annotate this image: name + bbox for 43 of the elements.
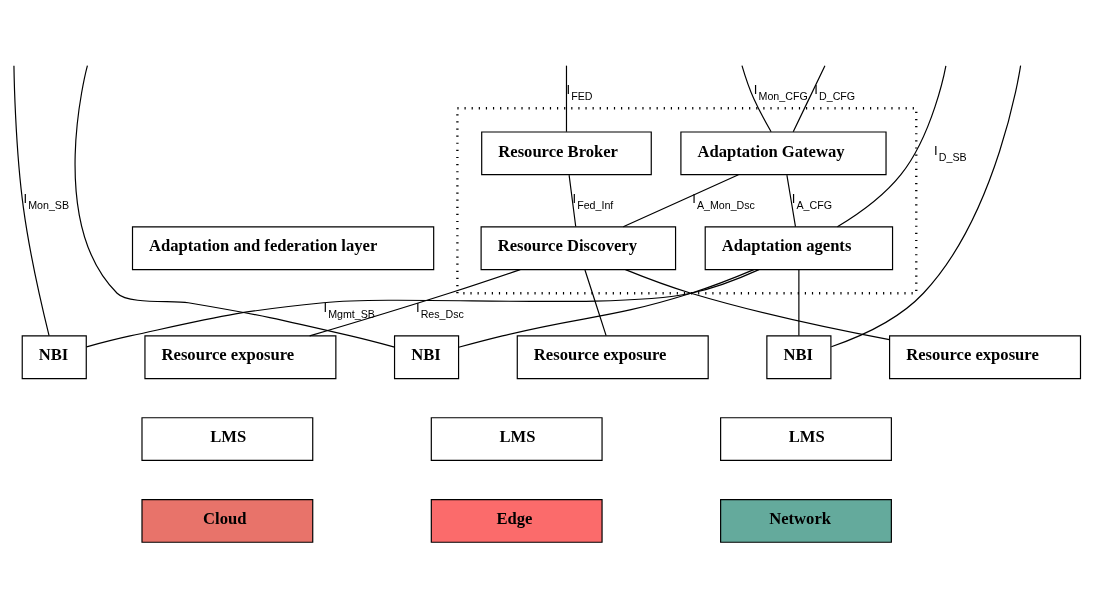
node-box: LMS [430,417,603,462]
connector [786,174,797,228]
connector [798,269,800,337]
cluster [456,107,918,295]
node-box: Resource exposure [144,335,337,380]
connector [584,269,607,337]
edge-label: I$_{Fed_Inf}$ [572,190,614,211]
connector [792,65,826,133]
connector [458,269,755,348]
node-box: Adaptation agents [704,226,894,271]
edge-label: I$_{Mon_SB}$ [23,190,70,211]
connector [836,65,947,228]
node-box: Cloud [141,498,314,543]
edge-label: I$_{Mgmt_SB}$ [323,299,375,320]
node-box: LMS [141,417,314,462]
edge-label: I$_{FED}$ [566,81,593,102]
edge-label: I$_{A_Mon_Dsc}$ [692,190,755,211]
node-box: NBI [21,335,87,380]
connector [74,65,396,348]
edge-label: I$_{A_CFG}$ [791,190,833,211]
connector [622,174,740,228]
edge-label: I$_{Mon_CFG}$ [753,81,808,102]
node-box: Resource exposure [516,335,709,380]
connector [86,269,760,348]
connector [830,65,1022,348]
connector [624,269,890,341]
connector [309,269,521,337]
node-box: Resource Broker [481,131,652,176]
node-box: LMS [720,417,892,462]
node-box: NBI [393,335,460,380]
connector [568,174,577,228]
node-box: NBI [766,335,832,380]
node-box: Network [720,498,892,543]
connector [741,65,772,133]
node-box: Resource exposure [889,335,1082,380]
connector [565,65,568,133]
edge-label: I$_{Res_Dsc}$ [415,299,464,320]
node-box: Edge [430,498,603,543]
edge-label: I$_{D_SB}$ [934,143,967,164]
node-box: Resource Discovery [480,226,677,271]
connector [13,65,50,337]
node-box: Adaptation Gateway [680,131,887,176]
node-box: Adaptation and federation layer [131,226,435,271]
